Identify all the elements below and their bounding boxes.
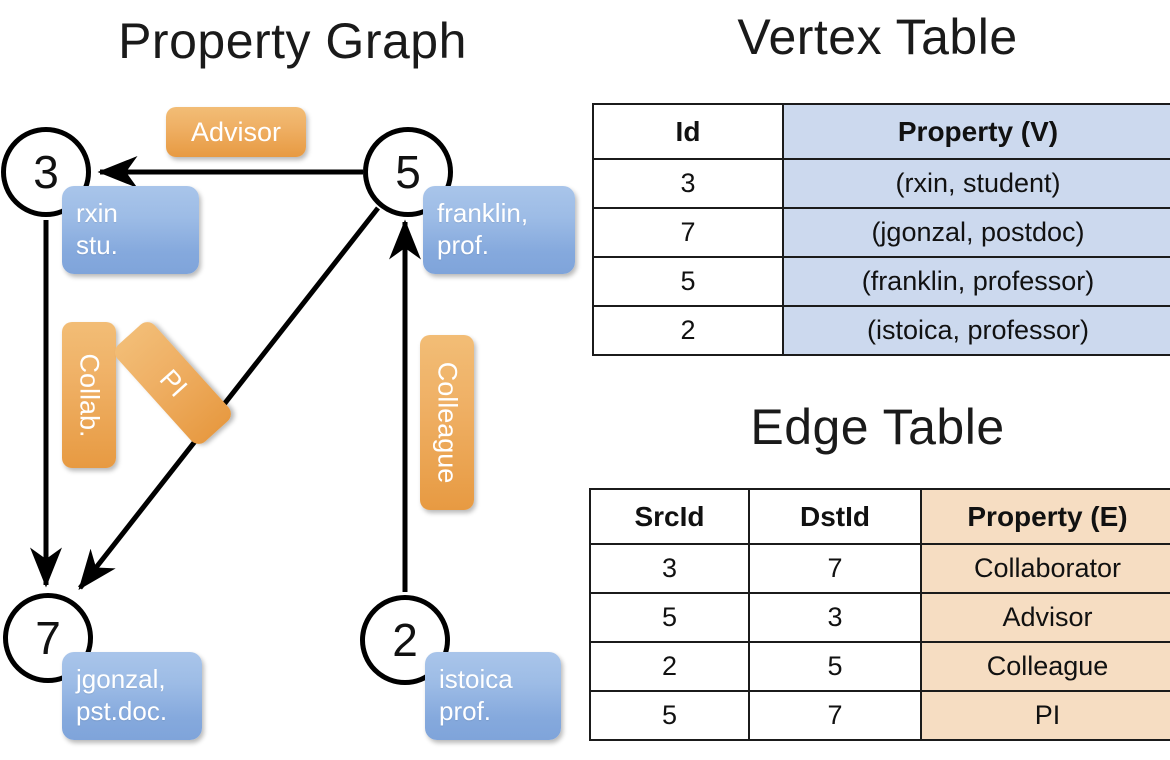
table-row[interactable]: 3 (rxin, student) bbox=[592, 158, 1170, 209]
vertex-property-jgonzal-line1: jgonzal, bbox=[76, 664, 166, 694]
vertex-cell-id: 3 bbox=[592, 158, 784, 209]
edge-cell-property: Advisor bbox=[920, 592, 1170, 643]
vertex-table-header-row: Id Property (V) bbox=[592, 103, 1170, 160]
vertex-property-box-jgonzal[interactable]: jgonzal, pst.doc. bbox=[62, 652, 202, 740]
edge-label-advisor-text: Advisor bbox=[190, 116, 282, 147]
vertex-property-box-rxin[interactable]: rxin stu. bbox=[62, 186, 199, 274]
table-row[interactable]: 7 (jgonzal, postdoc) bbox=[592, 207, 1170, 258]
edge-arrow-pi bbox=[78, 206, 380, 590]
vertex-property-franklin-line1: franklin, bbox=[437, 198, 529, 228]
edge-cell-srcid: 5 bbox=[589, 592, 750, 643]
vertex-cell-property: (istoica, professor) bbox=[782, 305, 1170, 356]
edge-label-pi-text: PI bbox=[153, 363, 194, 403]
vertex-property-rxin-line2: stu. bbox=[76, 229, 118, 260]
page-title-property-graph: Property Graph bbox=[118, 13, 467, 69]
table-row[interactable]: 5 7 PI bbox=[589, 690, 1170, 741]
edge-cell-srcid: 2 bbox=[589, 641, 750, 692]
edge-cell-srcid: 3 bbox=[589, 543, 750, 594]
vertex-cell-id: 7 bbox=[592, 207, 784, 258]
table-row[interactable]: 2 5 Colleague bbox=[589, 641, 1170, 692]
edge-label-collab-text: Collab. bbox=[74, 352, 105, 438]
edge-table-header-row: SrcId DstId Property (E) bbox=[589, 488, 1170, 545]
table-row[interactable]: 2 (istoica, professor) bbox=[592, 305, 1170, 356]
vertex-property-box-franklin[interactable]: franklin, prof. bbox=[423, 186, 575, 274]
vertex-property-box-istoica[interactable]: istoica prof. bbox=[425, 652, 561, 740]
edge-cell-dstid: 7 bbox=[748, 543, 922, 594]
edge-cell-property: Collaborator bbox=[920, 543, 1170, 594]
vertex-table-header-property: Property (V) bbox=[782, 103, 1170, 160]
vertex-property-franklin-line2: prof. bbox=[437, 229, 490, 260]
vertex-cell-property: (rxin, student) bbox=[782, 158, 1170, 209]
vertex-property-istoica-line2: prof. bbox=[439, 695, 492, 726]
edge-table-header-srcid: SrcId bbox=[589, 488, 750, 545]
graph-edges-layer bbox=[30, 156, 421, 592]
vertex-property-jgonzal-line2: pst.doc. bbox=[76, 695, 168, 726]
graph-node-2[interactable]: 2 bbox=[360, 595, 450, 685]
edge-cell-dstid: 5 bbox=[748, 641, 922, 692]
edge-label-box-colleague[interactable]: Colleague bbox=[420, 335, 474, 510]
graph-node-5-label: 5 bbox=[395, 146, 421, 198]
graph-node-7-label: 7 bbox=[35, 612, 61, 664]
vertex-cell-id: 5 bbox=[592, 256, 784, 307]
edge-label-colleague-text: Colleague bbox=[432, 361, 463, 484]
edge-label-box-advisor[interactable]: Advisor bbox=[166, 107, 306, 157]
vertex-cell-property: (jgonzal, postdoc) bbox=[782, 207, 1170, 258]
graph-node-5[interactable]: 5 bbox=[363, 127, 453, 217]
page-title-edge-table: Edge Table bbox=[750, 399, 1005, 455]
edge-cell-property: Colleague bbox=[920, 641, 1170, 692]
edge-cell-dstid: 3 bbox=[748, 592, 922, 643]
page-title-vertex-table: Vertex Table bbox=[737, 9, 1018, 65]
graph-node-2-label: 2 bbox=[392, 614, 418, 666]
table-row[interactable]: 3 7 Collaborator bbox=[589, 543, 1170, 594]
vertex-table: Id Property (V) 3 (rxin, student) 7 (jgo… bbox=[592, 103, 1170, 356]
vertex-property-istoica-line1: istoica bbox=[439, 664, 513, 694]
edge-table-header-property: Property (E) bbox=[920, 488, 1170, 545]
graph-node-3-label: 3 bbox=[33, 146, 59, 198]
edge-cell-property: PI bbox=[920, 690, 1170, 741]
vertex-cell-property: (franklin, professor) bbox=[782, 256, 1170, 307]
vertex-table-header-id: Id bbox=[592, 103, 784, 160]
vertex-property-rxin-line1: rxin bbox=[76, 198, 118, 228]
table-row[interactable]: 5 (franklin, professor) bbox=[592, 256, 1170, 307]
edge-cell-dstid: 7 bbox=[748, 690, 922, 741]
vertex-cell-id: 2 bbox=[592, 305, 784, 356]
edge-cell-srcid: 5 bbox=[589, 690, 750, 741]
edge-label-box-collab[interactable]: Collab. bbox=[62, 322, 116, 468]
edge-table-header-dstid: DstId bbox=[748, 488, 922, 545]
table-row[interactable]: 5 3 Advisor bbox=[589, 592, 1170, 643]
edge-table: SrcId DstId Property (E) 3 7 Collaborato… bbox=[589, 488, 1170, 741]
